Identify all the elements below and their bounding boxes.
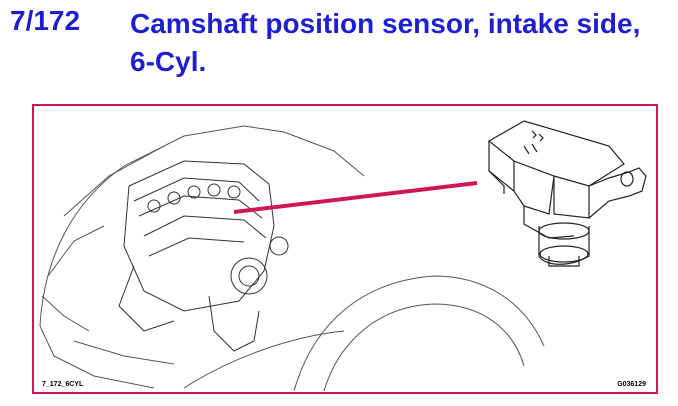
page-ref-number: 7/172 [10, 5, 81, 36]
figure-code-right: G036129 [617, 381, 646, 388]
figure-frame: 7_172_6CYL G036129 [32, 104, 658, 394]
figure-illustration [39, 120, 647, 392]
vehicle-front-icon [39, 125, 545, 392]
camshaft-sensor-icon [487, 120, 647, 267]
engine-icon [118, 160, 289, 352]
leader-line [233, 181, 478, 214]
figure-code-left: 7_172_6CYL [42, 381, 84, 388]
page-title: Camshaft position sensor, intake side, 6… [130, 8, 641, 77]
